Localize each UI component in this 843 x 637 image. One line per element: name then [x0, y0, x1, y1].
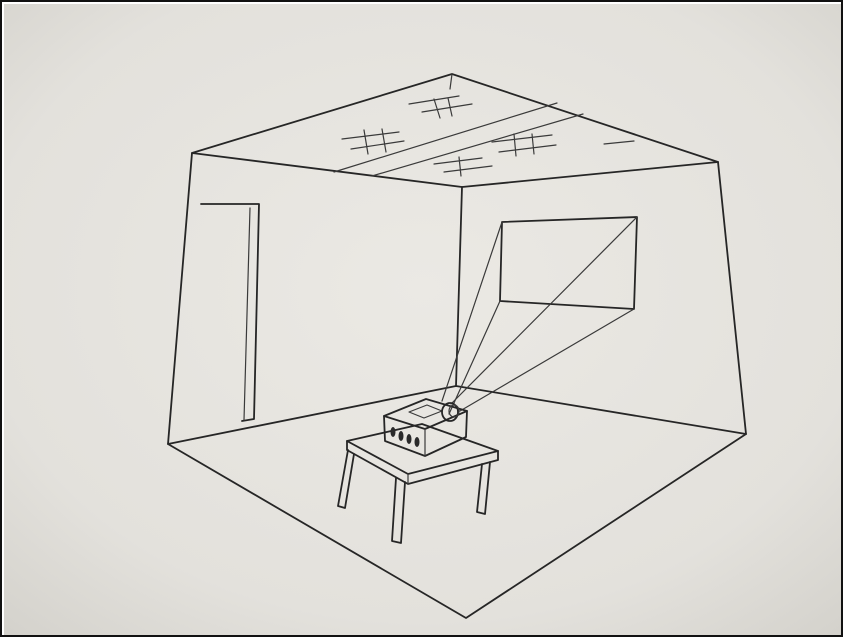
- paper-background: [4, 4, 841, 635]
- table: [337, 423, 499, 544]
- room-sketch: [4, 4, 841, 635]
- walls: [167, 152, 747, 445]
- paper-sheet: [4, 4, 841, 635]
- floor: [167, 385, 747, 619]
- door: [200, 203, 260, 422]
- projector-vent: [414, 437, 420, 447]
- light-beam: [441, 216, 638, 415]
- projector-vent: [398, 431, 404, 441]
- projector-vent: [390, 427, 396, 437]
- projector-vent: [406, 434, 412, 444]
- projector: [383, 398, 468, 457]
